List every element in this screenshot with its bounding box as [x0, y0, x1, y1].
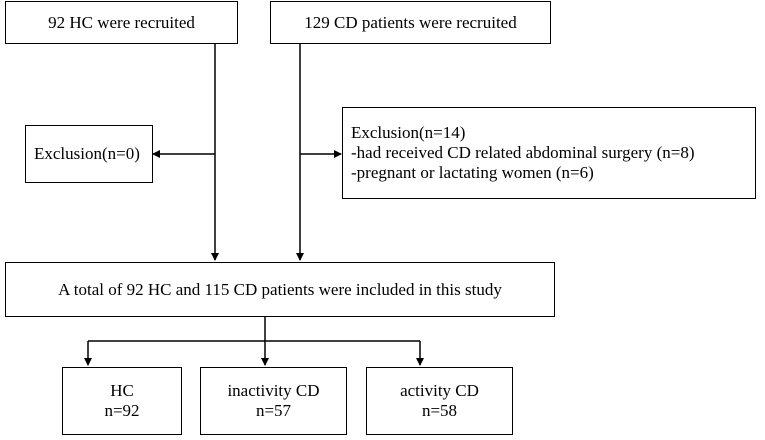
- group-count: n=92: [104, 401, 140, 420]
- cd-recruited-box: 129 CD patients were recruited: [270, 1, 551, 44]
- total-included-box: A total of 92 HC and 115 CD patients wer…: [5, 262, 555, 317]
- exclusion-cd-item: -pregnant or lactating women (n=6): [351, 163, 594, 182]
- group-box-activity-cd: activity CD n=58: [366, 367, 513, 435]
- exclusion-cd-title: Exclusion(n=14): [351, 123, 466, 142]
- exclusion-cd-box: Exclusion(n=14) -had received CD related…: [342, 107, 756, 199]
- group-box-inactivity-cd: inactivity CD n=57: [200, 367, 347, 435]
- exclusion-cd-item: -had received CD related abdominal surge…: [351, 143, 695, 162]
- exclusion-hc-box: Exclusion(n=0): [25, 125, 153, 183]
- exclusion-hc-text: Exclusion(n=0): [34, 144, 140, 163]
- hc-recruited-box: 92 HC were recruited: [5, 1, 238, 44]
- group-box-hc: HC n=92: [62, 367, 182, 435]
- group-label: activity CD: [400, 381, 479, 400]
- total-included-text: A total of 92 HC and 115 CD patients wer…: [58, 279, 502, 299]
- cd-recruited-text: 129 CD patients were recruited: [304, 12, 517, 32]
- group-count: n=58: [421, 401, 458, 420]
- group-label: HC: [110, 381, 134, 400]
- hc-recruited-text: 92 HC were recruited: [48, 12, 195, 32]
- group-label: inactivity CD: [227, 381, 320, 400]
- group-count: n=57: [255, 401, 292, 420]
